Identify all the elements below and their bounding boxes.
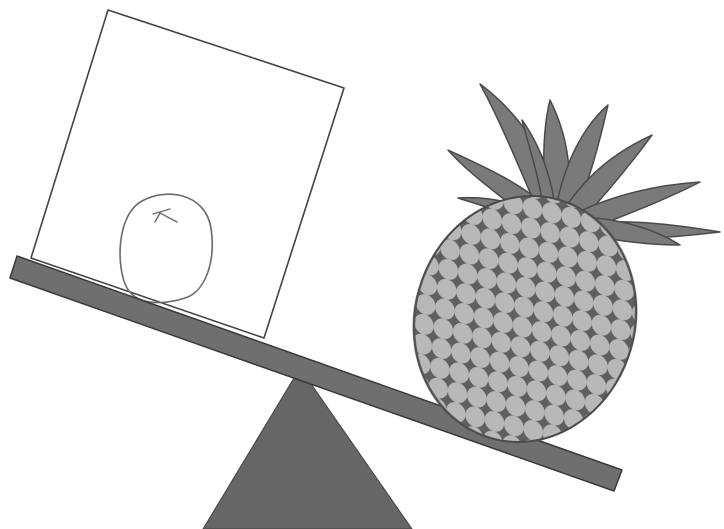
seesaw-scene [0,0,724,529]
